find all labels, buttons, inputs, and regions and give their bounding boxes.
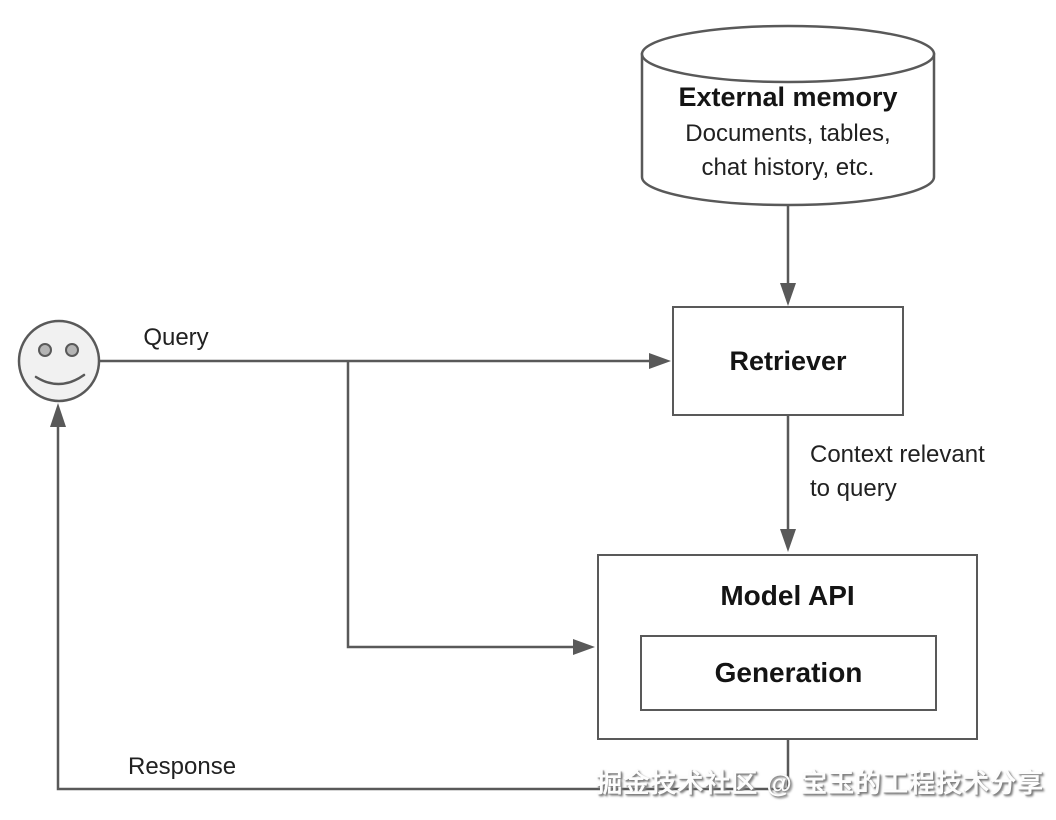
response-edge-label: Response <box>128 753 237 780</box>
external-memory-labels: External memory Documents, tables, chat … <box>663 82 913 185</box>
query-branch-line <box>346 361 595 655</box>
generation-box: Generation <box>640 635 937 711</box>
external-memory-subtitle: Documents, tables, chat history, etc. <box>685 120 891 181</box>
watermark-text: 掘金技术社区 @ 宝玉的工程技术分享 <box>596 768 1044 798</box>
context-edge-label: Context relevant to query <box>810 441 985 502</box>
memory-to-retriever-arrow <box>780 205 796 306</box>
generation-label: Generation <box>714 657 863 688</box>
retriever-box: Retriever <box>672 306 904 416</box>
user-face-icon <box>17 319 101 403</box>
query-edge-label: Query <box>143 324 209 351</box>
response-line <box>50 403 790 791</box>
external-memory-title: External memory <box>678 82 898 112</box>
retriever-to-model-arrow <box>780 416 796 552</box>
query-line <box>100 353 671 369</box>
retriever-label: Retriever <box>729 345 847 376</box>
model-api-box: Model API Generation <box>597 554 978 740</box>
model-api-title: Model API <box>720 580 855 611</box>
database-cylinder-icon <box>640 24 936 207</box>
